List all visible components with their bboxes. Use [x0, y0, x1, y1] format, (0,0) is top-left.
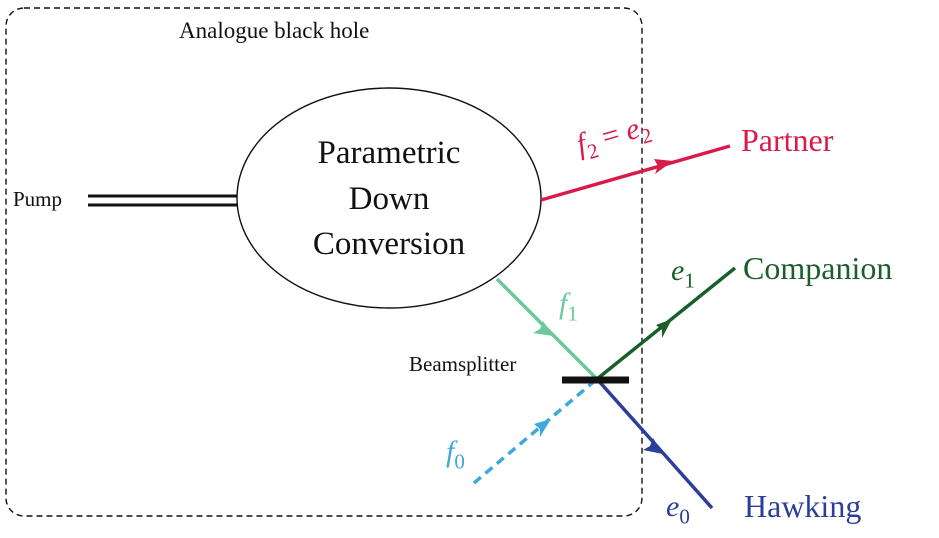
- f1-arrow: [533, 321, 553, 336]
- pump-label: Pump: [13, 187, 63, 211]
- parametric-down-conversion-ellipse: [236, 87, 542, 309]
- hawking-label: Hawking: [744, 488, 862, 524]
- e0-subscript: 0: [679, 504, 690, 529]
- companion-label: Companion: [743, 250, 893, 286]
- f0-subscript: 0: [454, 449, 465, 474]
- f1-subscript: 1: [567, 301, 578, 326]
- mode-f1-label: f1: [559, 289, 578, 324]
- partner-label: Partner: [741, 122, 834, 158]
- box-title: Analogue black hole: [179, 18, 370, 43]
- pdc-label-line2: Down: [348, 181, 430, 217]
- pdc-label-line3: Conversion: [312, 226, 466, 262]
- f0-beam: [472, 377, 599, 485]
- companion-arrow: [656, 319, 672, 338]
- hawking-arrow: [643, 438, 663, 454]
- partner-beam: [540, 144, 731, 202]
- e0-symbol: e: [666, 490, 680, 523]
- beamsplitter-label: Beamsplitter: [409, 352, 517, 376]
- partner-arrow: [654, 159, 673, 174]
- mode-f0-label: f0: [446, 437, 465, 472]
- f0-symbol: f: [446, 435, 455, 468]
- pdc-label-line1: Parametric: [317, 135, 461, 171]
- analogue-black-hole-boundary: [5, 7, 643, 517]
- f1-symbol: f: [559, 287, 568, 320]
- f0-arrow: [534, 419, 551, 437]
- e1-subscript: 1: [684, 268, 695, 293]
- e1-symbol: e: [671, 254, 685, 287]
- mode-e1-label: e1: [671, 256, 695, 291]
- mode-e0-label: e0: [666, 492, 690, 527]
